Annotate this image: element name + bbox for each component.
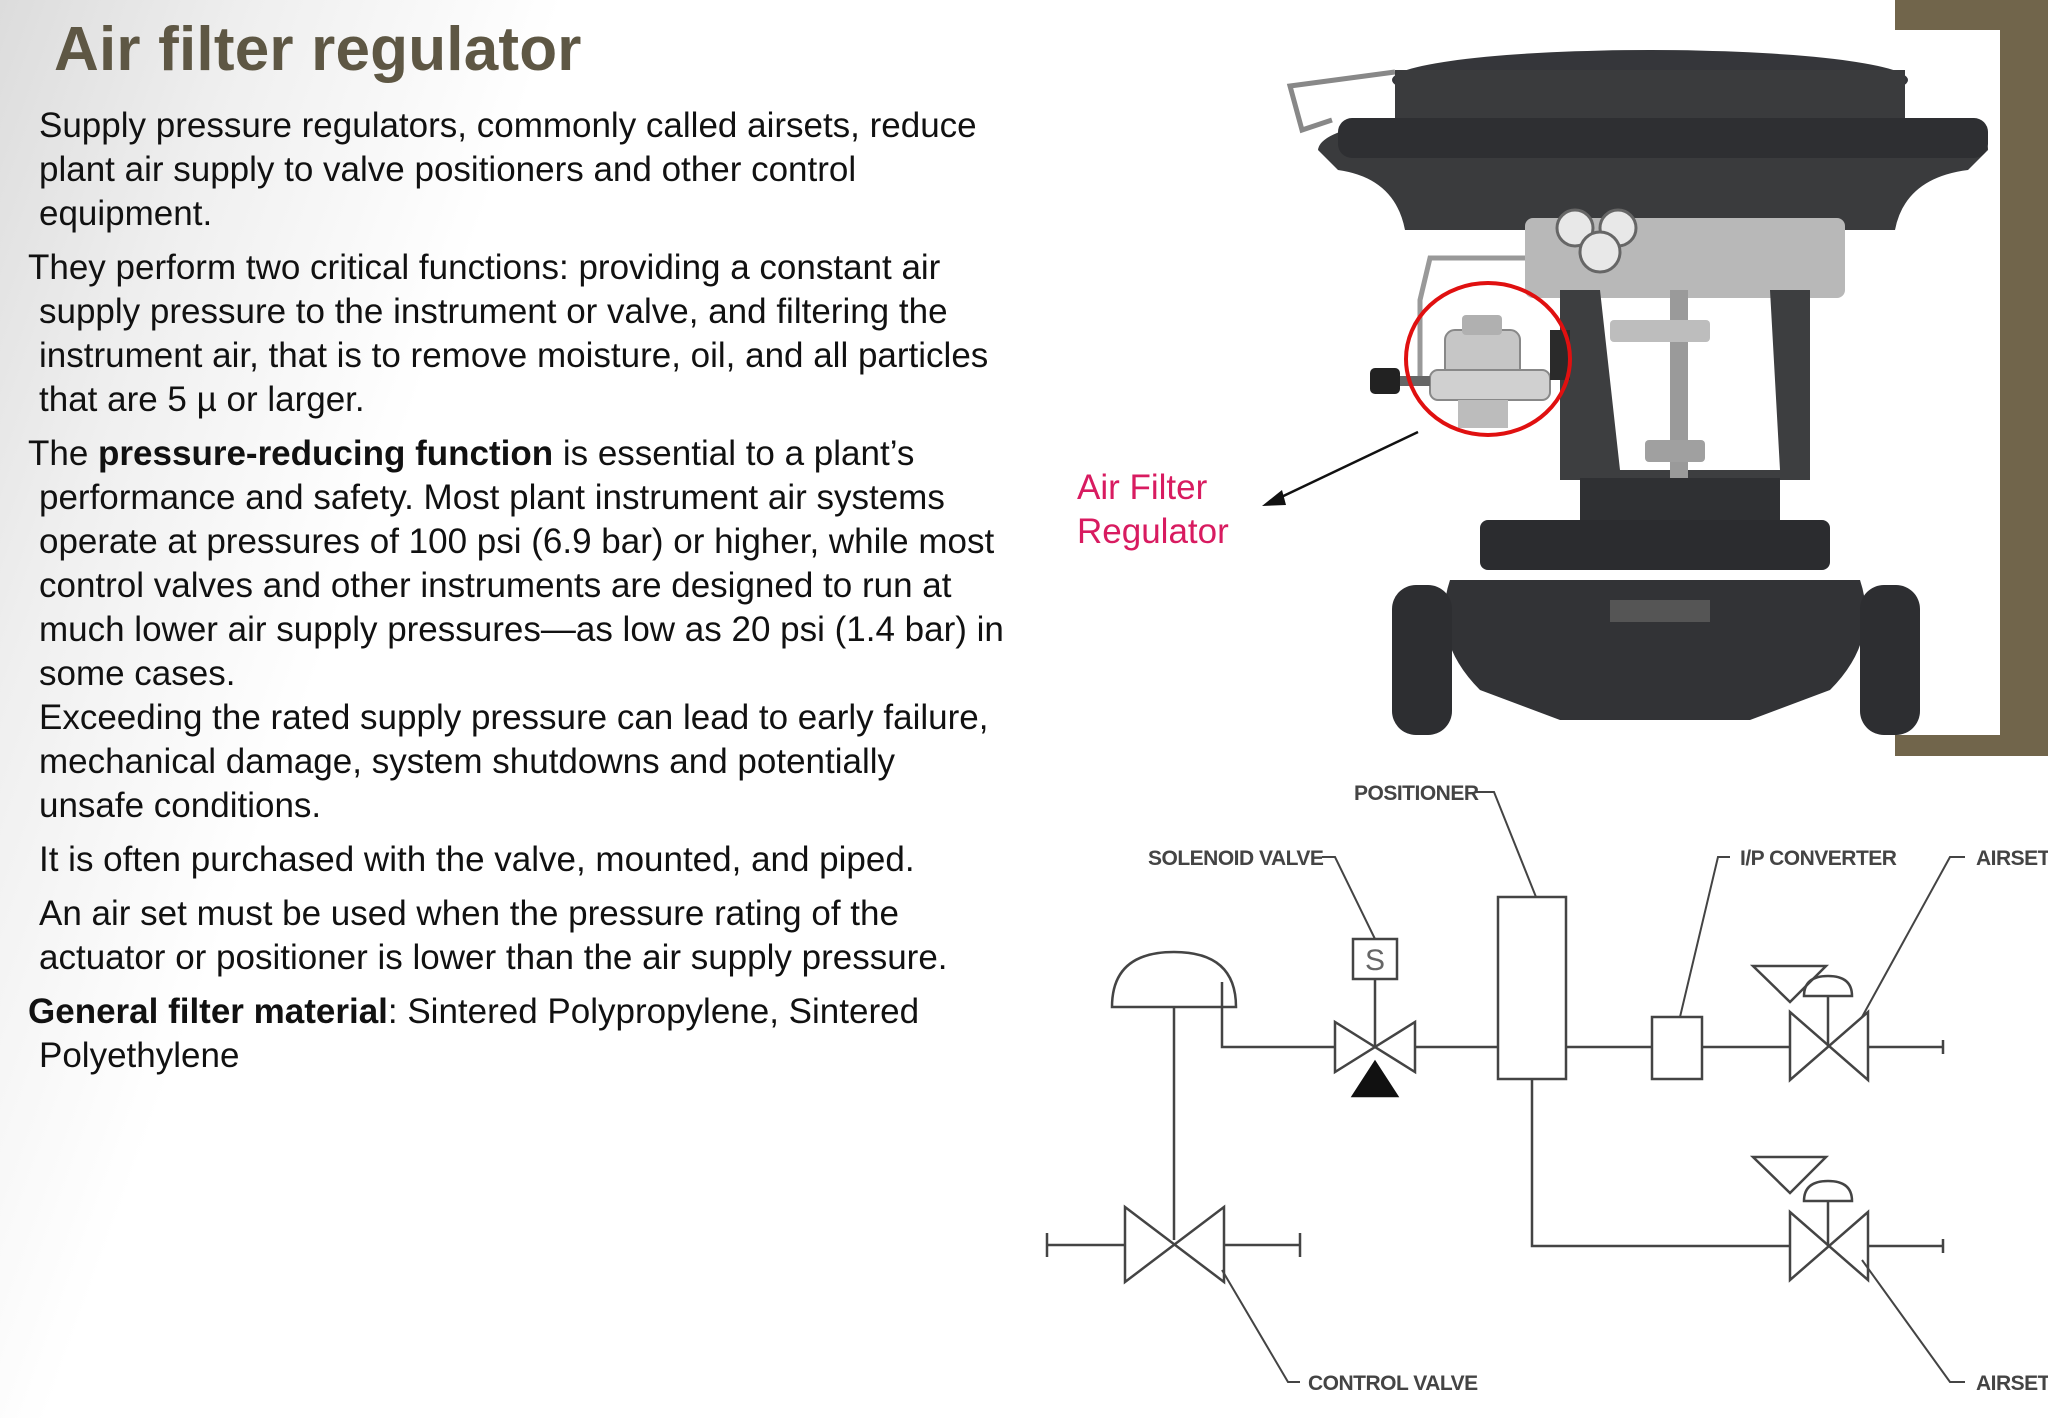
actuator-flange	[1338, 118, 1988, 158]
control-valve-symbol	[1123, 1204, 1226, 1285]
supply-tubing	[1417, 255, 1525, 380]
callout-line-2: Regulator	[1077, 512, 1229, 551]
paragraph-rest: is essential to a plant’s performance an…	[39, 434, 1004, 693]
label-solenoid-valve: SOLENOID VALVE	[1148, 847, 1324, 870]
leader-control-valve	[1221, 1269, 1300, 1383]
actuator-dome-symbol	[1110, 950, 1238, 1009]
callout-arrow-line	[1274, 430, 1419, 502]
ip-converter-symbol	[1650, 1015, 1704, 1081]
label-airset-bottom: AIRSET	[1976, 1372, 2048, 1395]
bonnet	[1580, 478, 1780, 528]
solenoid-exhaust-triangle	[1350, 1059, 1400, 1098]
leader-airset-bottom	[1861, 1259, 1965, 1383]
callout-arrowhead	[1262, 490, 1286, 506]
valve-body	[1444, 580, 1866, 720]
paragraph-lead: The	[28, 434, 99, 473]
positioner-symbol	[1496, 895, 1568, 1081]
solenoid-valve-right-triangle	[1372, 1019, 1417, 1075]
gauge-icon	[1578, 230, 1622, 274]
paragraph-airset-required: An air set must be used when the pressur…	[39, 894, 948, 977]
leader-airset-top	[1861, 856, 1965, 1018]
bold-term-pressure-reducing: pressure-reducing function	[98, 434, 554, 473]
solenoid-s-letter: S	[1365, 944, 1385, 977]
left-flange	[1392, 585, 1452, 735]
leader-positioner	[1476, 791, 1537, 898]
label-positioner: POSITIONER	[1354, 782, 1479, 805]
right-flange	[1860, 585, 1920, 735]
paragraph-pressure-reducing: The pressure-reducing function is essent…	[28, 432, 1008, 696]
leader-ip-converter	[1679, 856, 1730, 1018]
paragraph-filter-material: General filter material: Sintered Polypr…	[28, 990, 1008, 1078]
air-filter-regulator-device	[1370, 315, 1570, 428]
packing-nut	[1645, 440, 1705, 462]
paragraph-airsets: Supply pressure regulators, commonly cal…	[39, 106, 977, 233]
piping-schematic	[1045, 791, 1965, 1383]
nameplate	[1610, 600, 1710, 622]
label-ip-converter: I/P CONVERTER	[1740, 847, 1897, 870]
callout-line-1: Air Filter	[1077, 468, 1208, 507]
airset-bottom-symbol	[1788, 1209, 1870, 1283]
control-valve-illustration	[1262, 50, 1989, 735]
airset-top-symbol	[1788, 1009, 1870, 1083]
stem-connector	[1610, 320, 1710, 342]
paragraph-purchased: It is often purchased with the valve, mo…	[39, 840, 915, 879]
air-filter-regulator-callout: Air Filter Regulator	[1077, 466, 1229, 554]
label-control-valve: CONTROL VALVE	[1308, 1372, 1478, 1395]
label-airset-top: AIRSET	[1976, 847, 2048, 870]
paragraph-functions: They perform two critical functions: pro…	[28, 248, 989, 419]
gauge-icon	[1555, 208, 1595, 248]
paragraph-filter-material-rest: : Sintered Polypropylene, Sintered Polye…	[39, 992, 920, 1075]
leader-solenoid	[1322, 856, 1376, 940]
bracket-wire	[1286, 69, 1396, 134]
solenoid-valve-left-triangle	[1333, 1019, 1378, 1075]
paragraph-exceeding: Exceeding the rated supply pressure can …	[39, 698, 989, 825]
slide-body: Supply pressure regulators, commonly cal…	[28, 104, 1008, 1088]
slide-title: Air filter regulator	[54, 15, 582, 84]
yoke	[1560, 290, 1810, 480]
body-flange	[1480, 520, 1830, 570]
highlight-circle	[1404, 281, 1572, 437]
bold-term-filter-material: General filter material	[28, 992, 388, 1031]
